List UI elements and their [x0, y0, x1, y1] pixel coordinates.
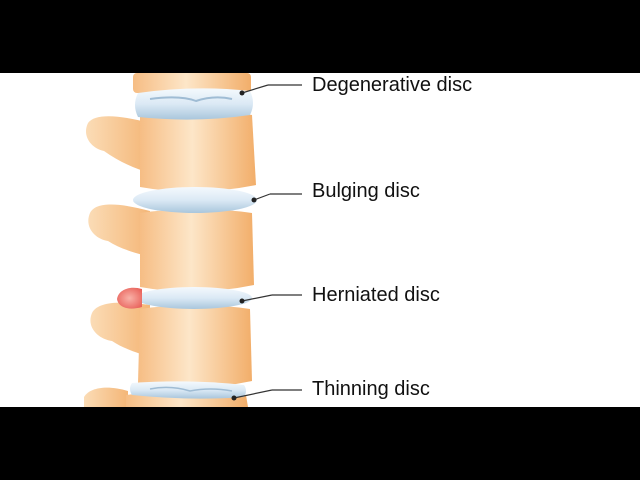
leader-herniated [239, 294, 302, 304]
leader-thinning [231, 389, 302, 401]
spine-illustration [84, 73, 302, 407]
vertebra-top [133, 73, 251, 93]
vertebra-1 [140, 111, 256, 192]
spinous-process-4 [84, 387, 128, 407]
label-degenerative-disc: Degenerative disc [312, 74, 473, 96]
vertebra-2 [140, 209, 254, 292]
bulging-disc [133, 187, 257, 213]
leader-bulging [251, 193, 302, 203]
spine-diagram: Degenerative disc Bulging disc Herniated… [0, 73, 640, 407]
herniated-disc [117, 287, 252, 309]
degenerative-disc [135, 88, 253, 120]
label-herniated-disc: Herniated disc [312, 284, 440, 306]
spinous-process-3 [90, 302, 150, 357]
label-bulging-disc: Bulging disc [312, 180, 420, 202]
spinous-process-2 [88, 204, 150, 257]
vertebra-3 [138, 305, 252, 388]
label-thinning-disc: Thinning disc [312, 378, 430, 400]
leader-degenerative [239, 84, 302, 96]
thinning-disc [130, 381, 246, 399]
spinous-process-1 [85, 116, 150, 173]
